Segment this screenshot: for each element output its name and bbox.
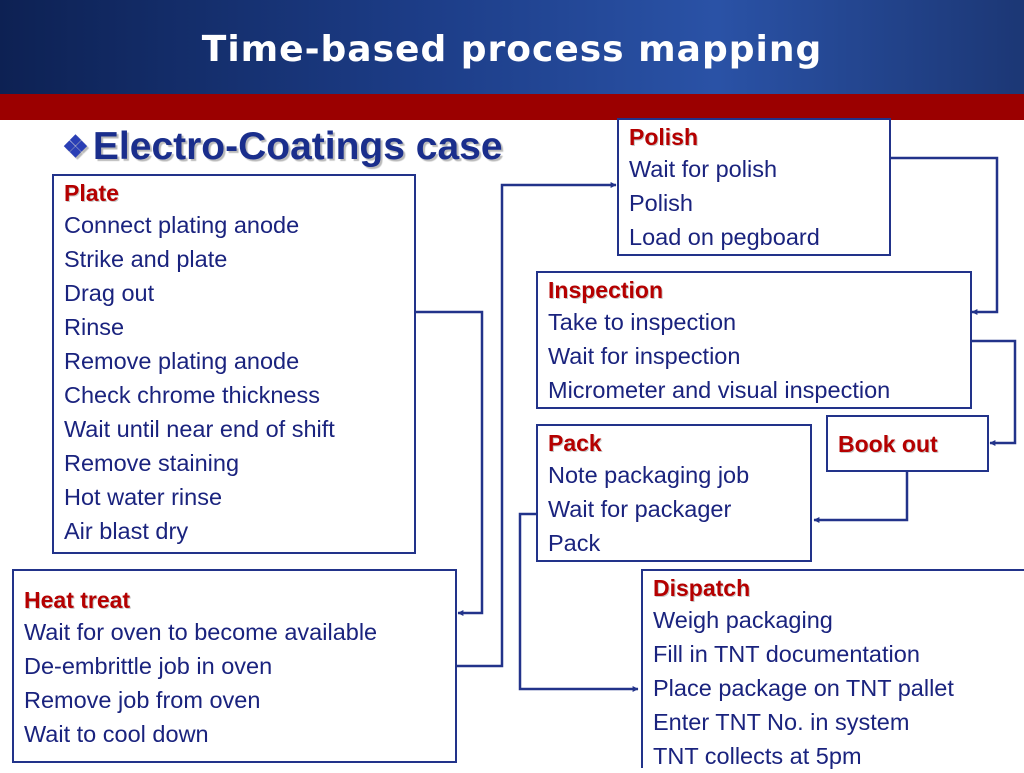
subtitle-text: Electro-Coatings case	[92, 125, 503, 168]
plate-step: Check chrome thickness	[64, 382, 320, 408]
plate-step: Wait until near end of shift	[64, 416, 335, 442]
polish-step: Load on pegboard	[629, 224, 820, 250]
pack-box: Pack Note packaging job Wait for package…	[536, 424, 812, 562]
diamond-bullet-icon: ❖	[62, 130, 89, 164]
arrow-plate-to-heat-treat	[415, 310, 484, 616]
book-out-heading: Book out	[838, 431, 938, 457]
pack-step: Wait for packager	[548, 496, 732, 522]
polish-step: Wait for polish	[629, 156, 778, 182]
polish-box: Polish Wait for polish Polish Load on pe…	[617, 118, 891, 256]
accent-bar	[0, 94, 1024, 120]
dispatch-heading: Dispatch	[653, 575, 751, 601]
heat-treat-step: Wait for oven to become available	[24, 619, 378, 645]
dispatch-step: TNT collects at 5pm	[653, 743, 862, 769]
inspection-step: Take to inspection	[548, 309, 737, 335]
polish-heading: Polish	[629, 124, 699, 150]
heat-treat-step: De-embrittle job in oven	[24, 653, 273, 679]
plate-box: Plate Connect plating anode Strike and p…	[52, 174, 416, 554]
heat-treat-heading: Heat treat	[24, 587, 131, 613]
dispatch-step: Place package on TNT pallet	[653, 675, 954, 701]
arrow-inspection-to-book-out	[970, 339, 1017, 446]
book-out-box: Book out	[826, 415, 989, 472]
polish-step: Polish	[629, 190, 694, 216]
pack-step: Pack	[548, 530, 601, 556]
arrow-polish-to-inspection	[890, 156, 999, 315]
plate-step: Connect plating anode	[64, 212, 300, 238]
arrow-heat-treat-to-polish	[456, 182, 617, 668]
inspection-box: Inspection Take to inspection Wait for i…	[536, 271, 972, 409]
plate-step: Air blast dry	[64, 518, 189, 544]
plate-step: Hot water rinse	[64, 484, 223, 510]
inspection-step: Wait for inspection	[548, 343, 741, 369]
plate-step: Remove staining	[64, 450, 240, 476]
plate-heading: Plate	[64, 180, 119, 206]
pack-step: Note packaging job	[548, 462, 750, 488]
plate-step: Remove plating anode	[64, 348, 300, 374]
inspection-step: Micrometer and visual inspection	[548, 377, 891, 403]
page-title: Time-based process mapping	[201, 29, 823, 70]
dispatch-step: Fill in TNT documentation	[653, 641, 920, 667]
pack-heading: Pack	[548, 430, 602, 456]
dispatch-step: Enter TNT No. in system	[653, 709, 910, 735]
dispatch-step: Weigh packaging	[653, 607, 833, 633]
slide-header-bar	[0, 0, 1024, 94]
plate-step: Strike and plate	[64, 246, 228, 272]
slide-subtitle: ❖ Electro-Coatings case	[62, 124, 503, 170]
heat-treat-box: Heat treat Wait for oven to become avail…	[12, 569, 457, 763]
heat-treat-step: Remove job from oven	[24, 687, 261, 713]
heat-treat-step: Wait to cool down	[24, 721, 209, 747]
arrow-pack-to-dispatch	[518, 512, 639, 692]
arrow-book-out-to-pack	[813, 471, 909, 523]
inspection-heading: Inspection	[548, 277, 664, 303]
plate-step: Rinse	[64, 314, 125, 340]
plate-step: Drag out	[64, 280, 155, 306]
dispatch-box: Dispatch Weigh packaging Fill in TNT doc…	[641, 569, 1024, 769]
